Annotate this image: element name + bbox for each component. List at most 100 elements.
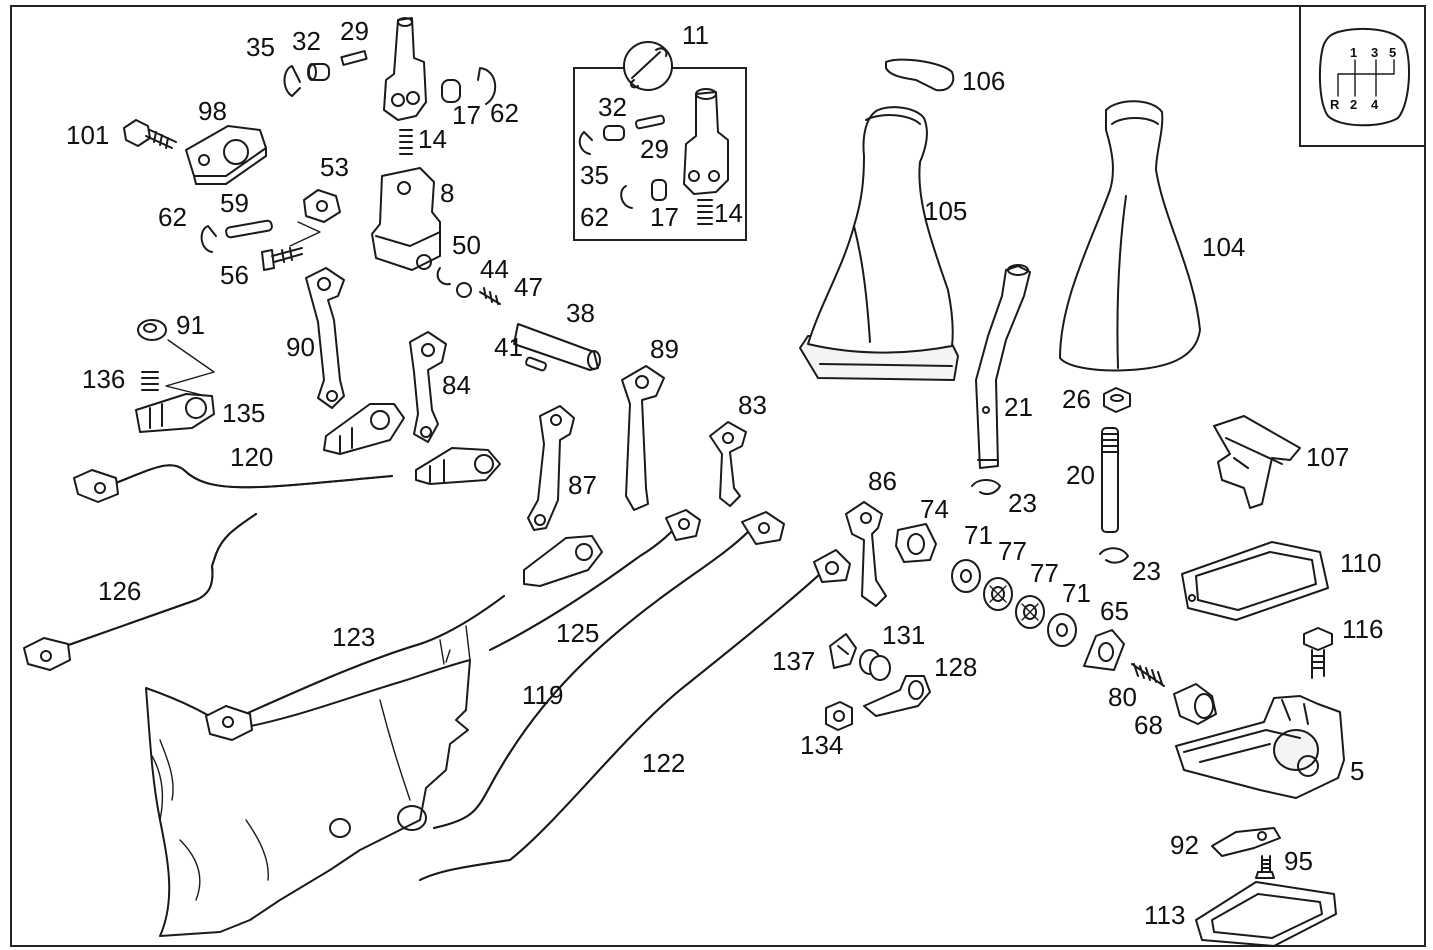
label-98: 98 <box>198 96 227 126</box>
label-71-lower: 71 <box>1062 578 1091 608</box>
bushing-131 <box>859 649 891 681</box>
gear-4: 4 <box>1371 97 1379 112</box>
spring-14 <box>399 129 413 155</box>
gear-1: 1 <box>1350 45 1357 60</box>
plate-65 <box>1083 629 1125 671</box>
label-110: 110 <box>1340 548 1381 578</box>
label-21: 21 <box>1004 392 1033 422</box>
label-17-kit: 17 <box>650 202 679 232</box>
shaft-38 <box>513 323 601 371</box>
shift-lever-21 <box>975 264 1031 469</box>
clamp-135 <box>135 393 215 433</box>
label-84: 84 <box>442 370 471 400</box>
pin-29 <box>340 50 368 66</box>
bracket-98 <box>185 125 267 185</box>
pin-59 <box>225 219 273 239</box>
rod-120 <box>73 464 393 503</box>
gear-5: 5 <box>1389 45 1396 60</box>
label-95: 95 <box>1284 846 1313 876</box>
gear-3: 3 <box>1371 45 1378 60</box>
label-104: 104 <box>1202 232 1245 262</box>
label-131: 131 <box>882 620 925 650</box>
bushing-68 <box>1173 683 1217 725</box>
label-38: 38 <box>566 298 595 328</box>
label-92: 92 <box>1170 830 1199 860</box>
label-32-kit: 32 <box>598 92 627 122</box>
label-14-kit: 14 <box>714 198 743 228</box>
block-74 <box>895 523 937 563</box>
label-35: 35 <box>246 32 275 62</box>
nut-44 <box>456 282 472 298</box>
label-5: 5 <box>1350 756 1364 786</box>
label-116: 116 <box>1342 614 1383 644</box>
label-80: 80 <box>1108 682 1137 712</box>
label-68: 68 <box>1134 710 1163 740</box>
circlip-62 <box>477 67 496 105</box>
clip-92 <box>1211 827 1281 857</box>
label-8: 8 <box>440 178 454 208</box>
label-101: 101 <box>66 120 109 150</box>
label-65: 65 <box>1100 596 1129 626</box>
washer-77b <box>1015 595 1045 629</box>
label-32: 32 <box>292 26 321 56</box>
rod-122 <box>419 549 851 881</box>
label-119: 119 <box>522 680 563 710</box>
wrench-glyph <box>630 47 668 89</box>
lever-84 <box>409 331 447 443</box>
cap-91 <box>137 319 167 341</box>
label-107: 107 <box>1306 442 1349 472</box>
washer-71b <box>1047 613 1077 647</box>
circlip-23a <box>971 479 1001 495</box>
repair-kit-box <box>573 41 747 241</box>
washer-50 <box>436 267 451 286</box>
shaft-20 <box>1101 427 1119 533</box>
label-62-left: 62 <box>158 202 187 232</box>
label-23-upper: 23 <box>1008 488 1037 518</box>
label-86: 86 <box>868 466 897 496</box>
nut-26 <box>1103 387 1131 413</box>
label-77-lower: 77 <box>1030 558 1059 588</box>
label-20: 20 <box>1066 460 1095 490</box>
bolt-101 <box>123 119 177 149</box>
label-50: 50 <box>452 230 481 260</box>
label-126: 126 <box>98 576 141 606</box>
circlip-62-left <box>200 225 217 253</box>
bolt-116 <box>1303 627 1333 679</box>
label-29-kit: 29 <box>640 134 669 164</box>
lever-86 <box>845 501 887 607</box>
circlip-35 <box>283 65 301 97</box>
label-91: 91 <box>176 310 205 340</box>
lever-87 <box>527 405 575 531</box>
label-90: 90 <box>286 332 315 362</box>
label-89: 89 <box>650 334 679 364</box>
pad-106 <box>885 58 955 92</box>
screw-56 <box>261 247 303 271</box>
rod-123 <box>205 595 505 741</box>
lever-90 <box>305 267 345 409</box>
tray-110 <box>1181 541 1329 621</box>
clip-53 <box>303 189 341 223</box>
rod-125 <box>489 509 701 651</box>
label-120: 120 <box>230 442 273 472</box>
label-71-upper: 71 <box>964 520 993 550</box>
label-74: 74 <box>920 494 949 524</box>
label-106: 106 <box>962 66 1005 96</box>
housing-8 <box>371 167 441 271</box>
label-17: 17 <box>452 100 481 130</box>
label-26: 26 <box>1062 384 1091 414</box>
lever-83 <box>709 421 747 507</box>
circlip-23b <box>1099 547 1129 564</box>
spring-80 <box>1131 663 1165 687</box>
washer-77a <box>983 577 1013 611</box>
clamp-87-lower <box>523 535 603 587</box>
pin-41 <box>525 356 547 372</box>
leader-line <box>165 339 215 397</box>
label-135: 135 <box>222 398 265 428</box>
label-113: 113 <box>1144 900 1185 930</box>
label-122: 122 <box>642 748 685 778</box>
label-105: 105 <box>924 196 967 226</box>
label-87: 87 <box>568 470 597 500</box>
label-59: 59 <box>220 188 249 218</box>
label-44: 44 <box>480 254 509 284</box>
